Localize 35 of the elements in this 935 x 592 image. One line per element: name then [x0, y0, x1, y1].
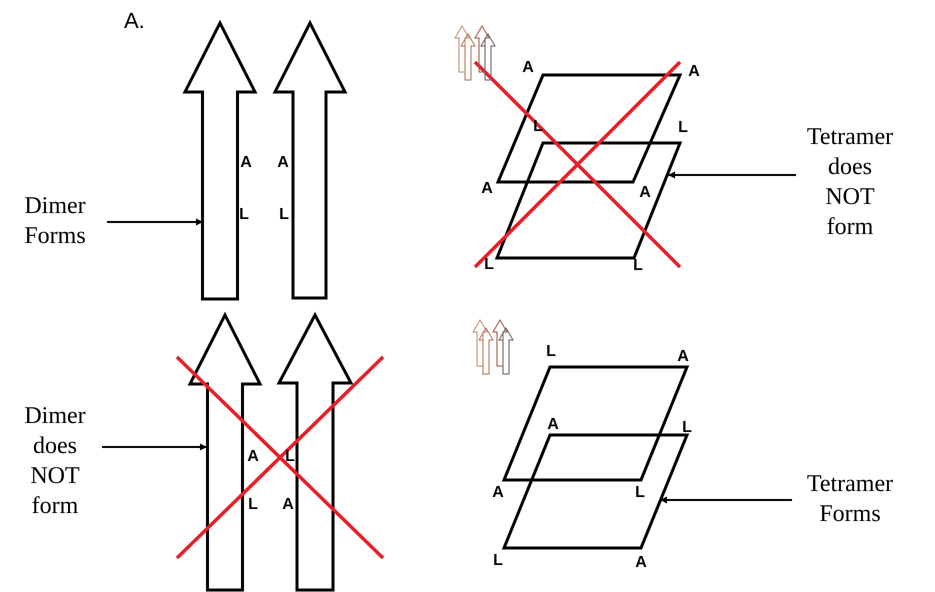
residue-letter: A	[522, 60, 534, 76]
residue-letter: L	[678, 120, 688, 136]
residue-letter: A	[240, 155, 252, 171]
residue-letter: L	[484, 257, 494, 273]
residue-letter: A	[677, 349, 689, 365]
sheet-parallelogram	[504, 435, 687, 548]
residue-letter: L	[633, 258, 643, 274]
arrow	[668, 172, 796, 178]
arrow	[102, 444, 207, 450]
residue-letter: L	[493, 553, 503, 569]
residue-letter: A	[688, 64, 700, 80]
residue-letter: A	[547, 417, 559, 433]
residue-letter: L	[239, 207, 249, 223]
arrow	[660, 496, 792, 504]
caption-text: Tetramer does NOT form	[806, 123, 894, 242]
residue-letter: L	[682, 420, 692, 436]
residue-letter: A	[481, 181, 493, 197]
residue-letter: A	[247, 449, 259, 465]
residue-letter: A	[277, 155, 289, 171]
panel-label: A.	[124, 10, 145, 32]
residue-letter: A	[492, 485, 504, 501]
residue-letter: L	[285, 449, 295, 465]
caption-text: Dimer Forms	[23, 192, 87, 251]
residue-letter: L	[635, 485, 645, 501]
residue-letter: L	[248, 497, 258, 513]
residue-letter: A	[635, 555, 647, 571]
residue-letter: A	[639, 185, 651, 201]
residue-letter: L	[533, 119, 543, 135]
caption-text: Tetramer Forms	[806, 470, 894, 529]
residue-letter: L	[279, 207, 289, 223]
caption-text: Dimer does NOT form	[23, 402, 87, 521]
residue-letter: A	[282, 497, 294, 513]
residue-letter: L	[546, 344, 556, 360]
arrow	[107, 218, 203, 226]
sheet-parallelogram	[497, 143, 680, 258]
